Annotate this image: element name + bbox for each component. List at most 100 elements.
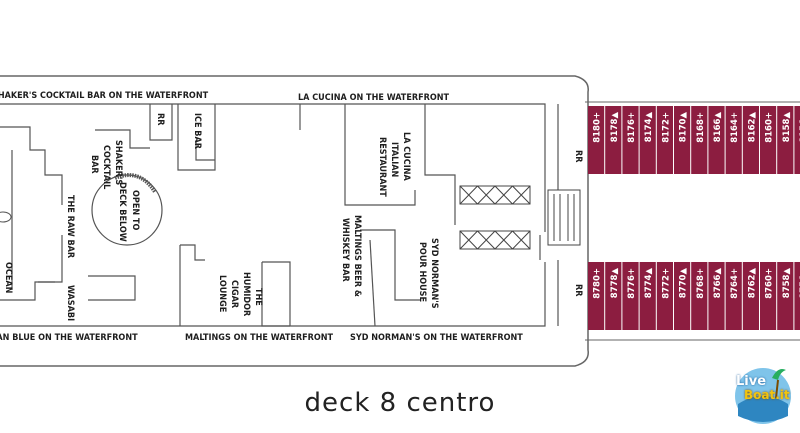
lower-cabin-label-6: 8768+ bbox=[696, 268, 706, 299]
restroom-label-3: RR bbox=[573, 284, 583, 297]
waterfront-syd-normans-label: SYD NORMAN'S ON THE WATERFRONT bbox=[350, 333, 523, 343]
spiral-staircase bbox=[114, 173, 157, 194]
svg-text:SHAKER'S: SHAKER'S bbox=[113, 140, 123, 185]
svg-text:ICE BAR: ICE BAR bbox=[192, 113, 202, 150]
shakers-line3-label: BAR bbox=[89, 155, 99, 174]
svg-text:RR: RR bbox=[573, 284, 583, 297]
lower-cabin-label-0: 8780+ bbox=[593, 268, 603, 299]
ocean-label: OCEAN bbox=[3, 262, 13, 294]
lower-cabin-3 bbox=[639, 262, 656, 330]
oval-counter bbox=[0, 211, 12, 223]
lower-cabin-11 bbox=[777, 262, 794, 330]
svg-text:DECK BELOW: DECK BELOW bbox=[117, 182, 127, 242]
upper-cabin-label-1: 8178▲ bbox=[610, 112, 620, 143]
upper-cabin-label-7: 8166▲ bbox=[713, 112, 723, 143]
upper-cabin-12 bbox=[794, 106, 800, 174]
stairwell bbox=[547, 189, 581, 246]
shakers-cocktail-bar-label: SHAKER'S bbox=[113, 140, 123, 185]
upper-cabin-label-10: 8160+ bbox=[765, 112, 775, 143]
upper-cabin-4 bbox=[656, 106, 673, 174]
logo-text-line2: Boat.it bbox=[744, 388, 790, 402]
upper-cabin-label-6: 8168+ bbox=[696, 112, 706, 143]
upper-cabin-0 bbox=[588, 106, 605, 174]
syd-normans-label-2: POUR HOUSE bbox=[417, 242, 427, 302]
svg-text:LA CUCINA: LA CUCINA bbox=[401, 132, 411, 181]
lower-cabin-label-10: 8760+ bbox=[765, 268, 775, 299]
open-to-deck-label-1: OPEN TO bbox=[130, 190, 140, 230]
lower-cabin-label-4: 8772+ bbox=[661, 268, 671, 299]
humidor-label-4: LOUNGE bbox=[217, 275, 227, 312]
upper-cabin-label-11: 8158▲ bbox=[782, 112, 792, 143]
lower-cabin-label-8: 8764+ bbox=[730, 268, 740, 299]
lower-cabin-label-5: 8770▲ bbox=[679, 268, 689, 299]
svg-text:RR: RR bbox=[573, 150, 583, 163]
liveboat-logo: Live Boat.it bbox=[728, 358, 798, 428]
upper-cabin-5 bbox=[674, 106, 691, 174]
upper-cabin-label-0: 8180+ bbox=[593, 112, 603, 143]
shakers-line2-label: COCKTAIL bbox=[101, 145, 111, 189]
lower-cabin-label-1: 8778▲ bbox=[610, 268, 620, 299]
lower-cabin-0 bbox=[588, 262, 605, 330]
upper-cabin-7 bbox=[708, 106, 725, 174]
svg-text:WHISKEY BAR: WHISKEY BAR bbox=[340, 218, 350, 282]
lower-cabin-label-7: 8766▲ bbox=[713, 268, 723, 299]
wasabi-label: WASABI bbox=[65, 285, 75, 321]
cabins-upper-block: 8180+ 8178▲ 8176+ 8174▲ 8172+ 8170▲ 8168+ 8166▲… bbox=[588, 106, 800, 174]
upper-cabin-1 bbox=[605, 106, 622, 174]
upper-cabin-6 bbox=[691, 106, 708, 174]
lower-cabin-label-2: 8776+ bbox=[627, 268, 637, 299]
svg-text:MALTINGS BEER &: MALTINGS BEER & bbox=[352, 215, 362, 297]
svg-text:POUR HOUSE: POUR HOUSE bbox=[417, 242, 427, 302]
maltings-label-1: MALTINGS BEER & bbox=[352, 215, 362, 297]
svg-text:COCKTAIL: COCKTAIL bbox=[101, 145, 111, 189]
svg-text:CIGAR: CIGAR bbox=[229, 280, 239, 309]
upper-cabin-label-8: 8164+ bbox=[730, 112, 740, 143]
lower-cabin-2 bbox=[622, 262, 639, 330]
lower-cabin-5 bbox=[674, 262, 691, 330]
raw-bar-label: THE RAW BAR bbox=[65, 195, 75, 259]
svg-text:THE RAW BAR: THE RAW BAR bbox=[65, 195, 75, 259]
svg-text:BAR: BAR bbox=[89, 155, 99, 174]
upper-cabin-label-2: 8176+ bbox=[627, 112, 637, 143]
lower-cabin-12 bbox=[794, 262, 800, 330]
upper-cabin-label-5: 8170▲ bbox=[679, 112, 689, 143]
upper-cabin-9 bbox=[742, 106, 759, 174]
waterfront-shakers-label: SHAKER'S COCKTAIL BAR ON THE WATERFRONT bbox=[0, 91, 209, 101]
lower-cabin-6 bbox=[691, 262, 708, 330]
lower-cabin-label-3: 8774▲ bbox=[644, 268, 654, 299]
lower-cabin-10 bbox=[760, 262, 777, 330]
upper-cabin-8 bbox=[725, 106, 742, 174]
restroom-label-2: RR bbox=[573, 150, 583, 163]
upper-cabin-label-9: 8162▲ bbox=[747, 112, 757, 143]
lower-cabin-label-11: 8758▲ bbox=[782, 268, 792, 299]
waterfront-ocean-blue-label: OCEAN BLUE ON THE WATERFRONT bbox=[0, 333, 138, 343]
la-cucina-label-2: ITALIAN bbox=[389, 142, 399, 178]
maltings-label-2: WHISKEY BAR bbox=[340, 218, 350, 282]
la-cucina-label-1: LA CUCINA bbox=[401, 132, 411, 181]
upper-cabin-label-4: 8172+ bbox=[661, 112, 671, 143]
lower-cabin-4 bbox=[656, 262, 673, 330]
svg-text:HUMIDOR: HUMIDOR bbox=[241, 272, 251, 317]
upper-cabin-label-3: 8174▲ bbox=[644, 112, 654, 143]
elevator-bank bbox=[459, 185, 531, 250]
ice-bar-label: ICE BAR bbox=[192, 113, 202, 150]
lower-cabin-7 bbox=[708, 262, 725, 330]
logo-text-line1: Live bbox=[736, 374, 767, 389]
svg-text:OPEN TO: OPEN TO bbox=[130, 190, 140, 230]
waterfront-maltings-label: MALTINGS ON THE WATERFRONT bbox=[185, 333, 334, 343]
svg-text:OCEAN: OCEAN bbox=[3, 262, 13, 294]
lower-cabin-1 bbox=[605, 262, 622, 330]
upper-cabin-11 bbox=[777, 106, 794, 174]
svg-text:RR: RR bbox=[155, 113, 165, 126]
lower-cabin-9 bbox=[742, 262, 759, 330]
upper-cabin-10 bbox=[760, 106, 777, 174]
lower-cabin-8 bbox=[725, 262, 742, 330]
open-to-deck-label-2: DECK BELOW bbox=[117, 182, 127, 242]
svg-text:WASABI: WASABI bbox=[65, 285, 75, 321]
svg-text:LOUNGE: LOUNGE bbox=[217, 275, 227, 312]
svg-text:SYD NORMAN'S: SYD NORMAN'S bbox=[429, 238, 439, 309]
humidor-label-2: HUMIDOR bbox=[241, 272, 251, 317]
interior-walls bbox=[0, 103, 559, 327]
svg-text:ITALIAN: ITALIAN bbox=[389, 142, 399, 178]
lower-cabin-label-9: 8762▲ bbox=[747, 268, 757, 299]
